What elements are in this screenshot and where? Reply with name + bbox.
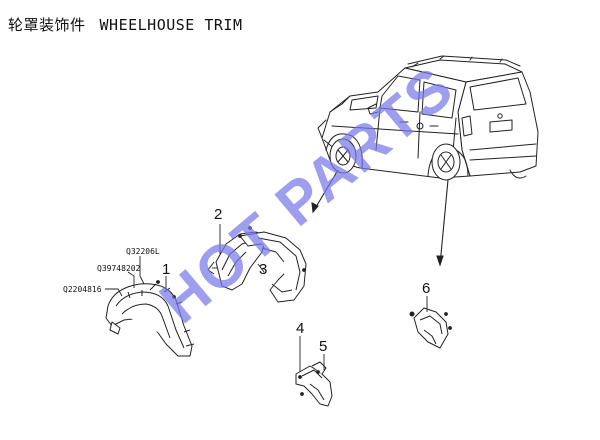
callout-2: 2 xyxy=(214,206,222,223)
leader-arrows xyxy=(311,169,449,267)
part-3-rear-liner-outer xyxy=(238,226,307,303)
part-2-rear-liner-inner xyxy=(207,231,267,291)
part-number-q39748202: Q39748202 xyxy=(97,264,141,273)
callout-3: 3 xyxy=(259,261,267,278)
callout-1: 1 xyxy=(162,261,170,278)
part-4-5-mud-flap xyxy=(295,361,333,407)
callout-6: 6 xyxy=(422,280,430,297)
part-number-q2204816: Q2204816 xyxy=(63,285,102,294)
callout-5: 5 xyxy=(319,338,327,355)
arrow-head-rear xyxy=(436,255,444,267)
title-english: WHEELHOUSE TRIM xyxy=(99,16,243,34)
callout-leader-lines xyxy=(105,224,428,372)
part-number-q32206l: Q32206L xyxy=(126,247,160,256)
callout-4: 4 xyxy=(296,320,304,337)
part-6-rear-mud-flap xyxy=(409,307,452,349)
diagram-title: 轮罩装饰件 WHEELHOUSE TRIM xyxy=(8,14,242,35)
watermark-text: HOT PARTS xyxy=(147,53,466,336)
part-1-front-wheelhouse-liner xyxy=(105,280,195,357)
arrow-head-front xyxy=(311,202,319,214)
vehicle-illustration xyxy=(317,55,539,181)
title-chinese: 轮罩装饰件 xyxy=(8,16,86,34)
